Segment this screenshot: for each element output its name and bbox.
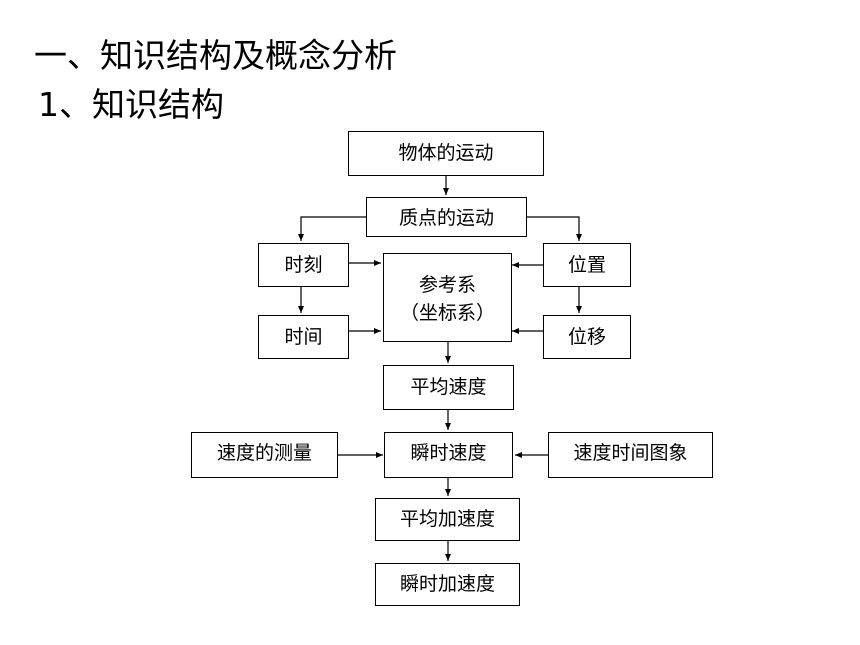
- node-object-motion: 物体的运动: [348, 131, 544, 176]
- node-reference-frame: 参考系 （坐标系）: [383, 253, 512, 342]
- node-position-label: 位置: [567, 254, 606, 276]
- node-reference-frame-label: 参考系: [418, 274, 476, 296]
- node-position: 位置: [543, 243, 631, 287]
- node-velocity-time-graph-label: 速度时间图象: [573, 442, 688, 464]
- node-object-motion-label: 物体的运动: [398, 142, 494, 164]
- node-time-interval-label: 时间: [284, 326, 323, 348]
- section-subheading: 1、知识结构: [38, 85, 224, 124]
- node-particle-motion-label: 质点的运动: [398, 207, 494, 229]
- node-average-acceleration-label: 平均加速度: [399, 508, 495, 530]
- node-instantaneous-velocity: 瞬时速度: [384, 432, 513, 478]
- node-velocity-measurement-label: 速度的测量: [216, 442, 312, 464]
- node-particle-motion: 质点的运动: [366, 197, 527, 237]
- arrow-particle-motion-to-moment: [298, 216, 366, 241]
- node-average-velocity-label: 平均速度: [410, 376, 487, 398]
- node-time-interval: 时间: [258, 315, 349, 359]
- node-instantaneous-acceleration-label: 瞬时加速度: [399, 573, 495, 595]
- node-instantaneous-velocity-label: 瞬时速度: [410, 442, 487, 464]
- page-heading: 一、知识结构及概念分析: [34, 36, 397, 75]
- node-displacement: 位移: [543, 315, 631, 359]
- arrow-particle-motion-to-position: [527, 216, 582, 241]
- node-velocity-measurement: 速度的测量: [191, 432, 338, 478]
- node-coordinate-system-label: （坐标系）: [399, 302, 495, 324]
- node-moment-label: 时刻: [284, 254, 323, 276]
- node-velocity-time-graph: 速度时间图象: [548, 432, 713, 478]
- node-average-acceleration: 平均加速度: [375, 498, 520, 541]
- node-displacement-label: 位移: [567, 326, 606, 348]
- node-moment: 时刻: [258, 243, 349, 287]
- node-instantaneous-acceleration: 瞬时加速度: [375, 563, 520, 606]
- node-average-velocity: 平均速度: [383, 365, 514, 410]
